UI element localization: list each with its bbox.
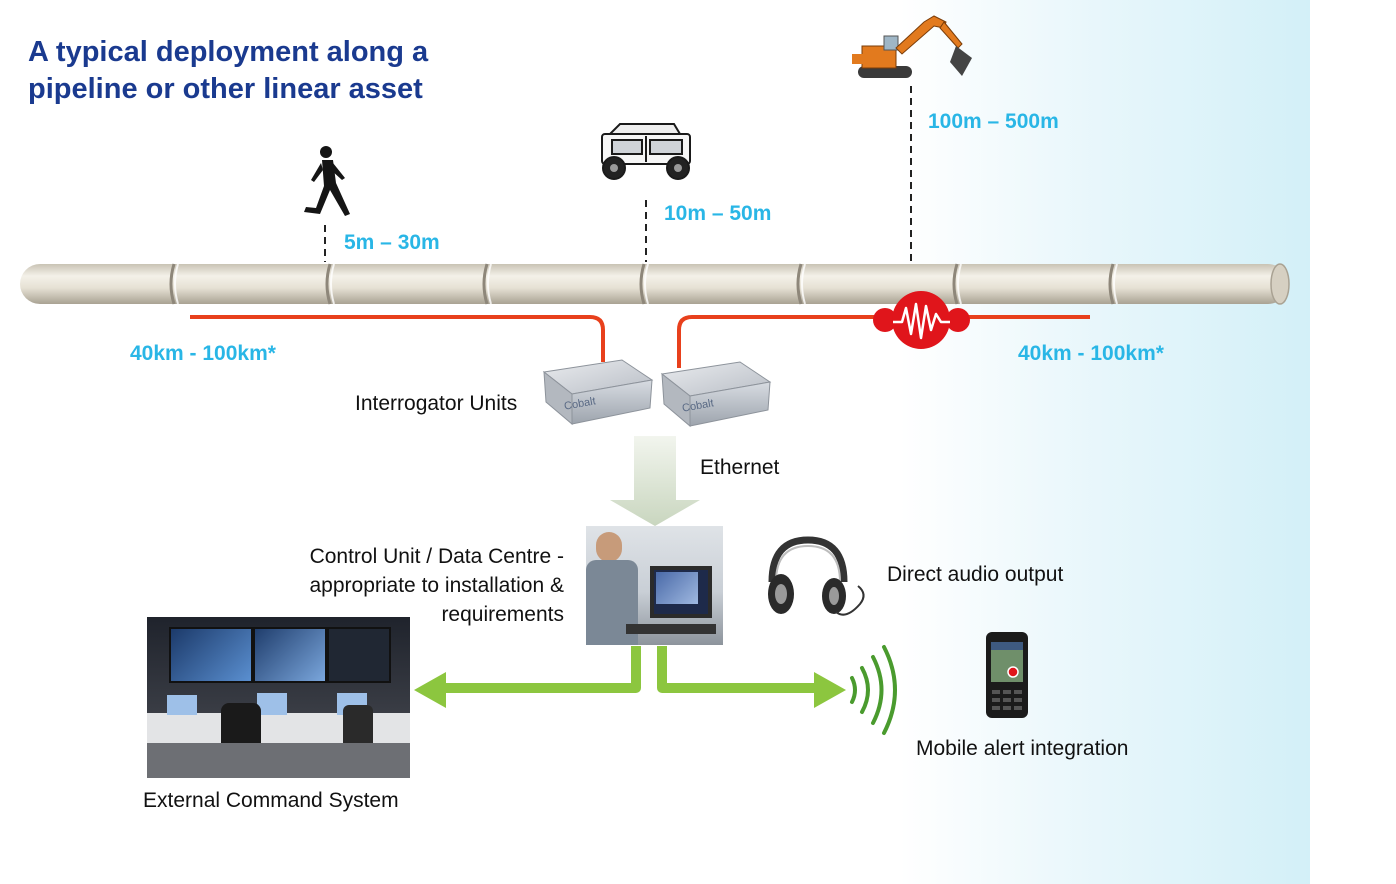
distance-markers bbox=[324, 86, 912, 262]
walker-icon bbox=[304, 146, 350, 216]
control-unit-line-2: appropriate to installation & bbox=[309, 574, 565, 597]
vehicle-range-label: 10m – 50m bbox=[664, 202, 772, 225]
output-arrows bbox=[414, 646, 846, 708]
control-unit-line-1: Control Unit / Data Centre - bbox=[309, 545, 564, 568]
mobile-alert-label: Mobile alert integration bbox=[916, 737, 1129, 760]
excavator-range-label: 100m – 500m bbox=[928, 110, 1059, 133]
page-title: A typical deployment along a pipeline or… bbox=[28, 34, 428, 108]
background-glow bbox=[900, 0, 1310, 884]
headphones-icon bbox=[768, 536, 865, 616]
interrogator-unit-2 bbox=[660, 361, 772, 428]
walker-range-label: 5m – 30m bbox=[344, 231, 440, 254]
vehicle-icon bbox=[601, 123, 691, 180]
coverage-left-label: 40km - 100km* bbox=[130, 342, 276, 365]
interrogator-unit-1 bbox=[542, 359, 654, 426]
ethernet-arrow bbox=[610, 436, 700, 526]
direct-audio-label: Direct audio output bbox=[887, 563, 1064, 586]
wireless-signal-icon bbox=[850, 645, 897, 735]
ethernet-label: Ethernet bbox=[700, 456, 780, 479]
external-command-photo bbox=[147, 617, 410, 778]
control-unit-photo bbox=[586, 526, 723, 645]
control-unit-line-3: requirements bbox=[441, 603, 564, 626]
external-command-label: External Command System bbox=[143, 789, 399, 812]
interrogator-units-label: Interrogator Units bbox=[355, 392, 518, 415]
title-line-2: pipeline or other linear asset bbox=[28, 73, 423, 105]
vibration-alert-icon bbox=[873, 291, 970, 349]
pipeline bbox=[20, 263, 1290, 305]
title-line-1: A typical deployment along a bbox=[28, 36, 429, 68]
coverage-right-label: 40km - 100km* bbox=[1018, 342, 1164, 365]
mobile-phone-icon bbox=[986, 632, 1028, 718]
excavator-icon bbox=[852, 15, 972, 78]
control-unit-label: Control Unit / Data Centre - appropriate… bbox=[310, 542, 565, 629]
fibre-cable bbox=[190, 315, 1090, 368]
